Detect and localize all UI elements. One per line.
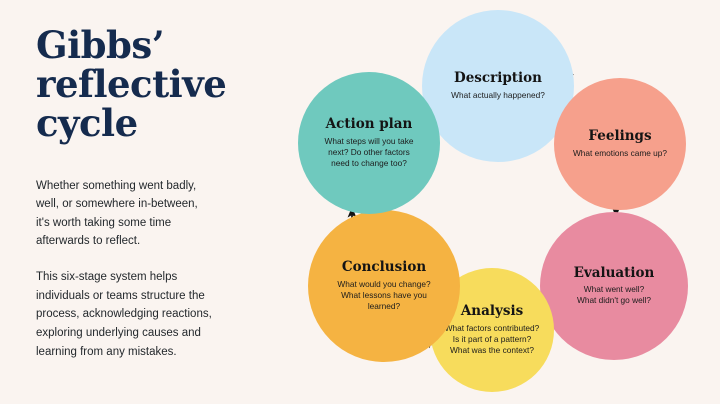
intro-paragraph-1: Whether something went badly, well, or s… [36, 179, 198, 248]
stage-circle-description[interactable]: Description What actually happened? [422, 10, 574, 162]
stage-circle-evaluation[interactable]: Evaluation What went well? What didn't g… [540, 212, 688, 360]
stage-description-evaluation: What went well? What didn't go well? [577, 284, 651, 306]
stage-title-evaluation: Evaluation [573, 264, 655, 281]
page-title: Gibbs’ reflective cycle [36, 23, 227, 145]
stage-circle-feelings[interactable]: Feelings What emotions came up? [554, 78, 686, 210]
stage-description-conclusion: What would you change? What lessons have… [337, 279, 431, 311]
stage-circle-conclusion[interactable]: Conclusion What would you change? What l… [308, 210, 460, 362]
intro-paragraph-2: This six-stage system helps individuals … [36, 271, 212, 358]
stage-description-analysis: What factors contributed? Is it part of … [444, 323, 540, 355]
stage-title-conclusion: Conclusion [341, 259, 427, 276]
intro-text-column: Gibbs’ reflective cycle Whether somethin… [36, 26, 276, 361]
stage-title-description: Description [454, 70, 542, 87]
stage-circle-action-plan[interactable]: Action plan What steps will you take nex… [298, 72, 440, 214]
stage-title-action-plan: Action plan [325, 116, 413, 133]
cycle-diagram: Description What actually happened? Feel… [282, 0, 720, 404]
stage-title-analysis: Analysis [460, 303, 524, 320]
stage-description-action-plan: What steps will you take next? Do other … [324, 136, 414, 168]
stage-description-feelings: What emotions came up? [572, 147, 668, 158]
stage-title-feelings: Feelings [588, 128, 652, 145]
stage-description-description: What actually happened? [451, 89, 545, 100]
